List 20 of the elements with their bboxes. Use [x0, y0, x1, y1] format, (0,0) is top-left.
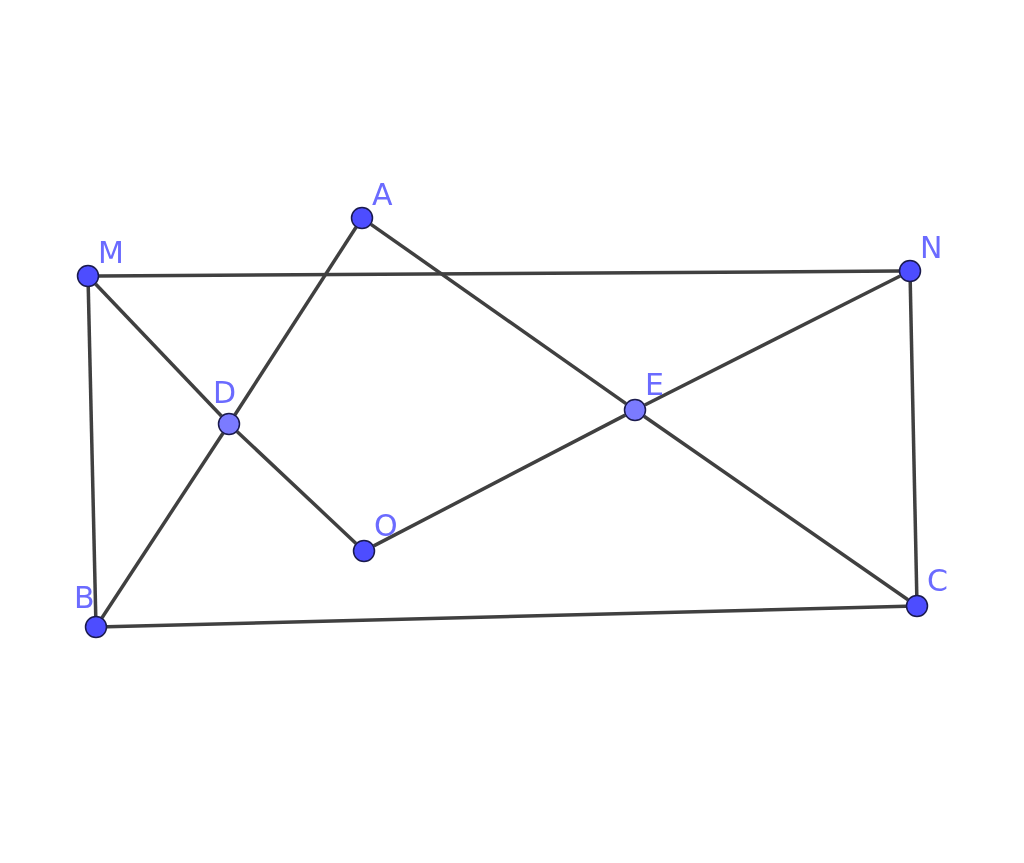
line-segment: [86, 286, 98, 617]
line-segment: [235, 430, 358, 545]
line-segment: [106, 604, 907, 629]
line-segment: [99, 269, 899, 278]
line-segment: [233, 226, 358, 416]
line-segment: [100, 432, 225, 619]
point-label: B: [74, 583, 95, 613]
point-label: N: [920, 233, 943, 263]
line-segment: [372, 413, 627, 548]
point-label: C: [927, 566, 948, 596]
line-segment: [644, 274, 901, 407]
point-label: A: [372, 180, 393, 210]
point-label: E: [645, 370, 664, 400]
point-label: O: [374, 511, 398, 541]
line-segment: [643, 414, 909, 602]
point-label: M: [98, 238, 124, 268]
line-segment: [94, 282, 223, 418]
point-label: D: [213, 378, 237, 408]
line-segment: [370, 222, 627, 406]
line-segment: [908, 281, 919, 596]
